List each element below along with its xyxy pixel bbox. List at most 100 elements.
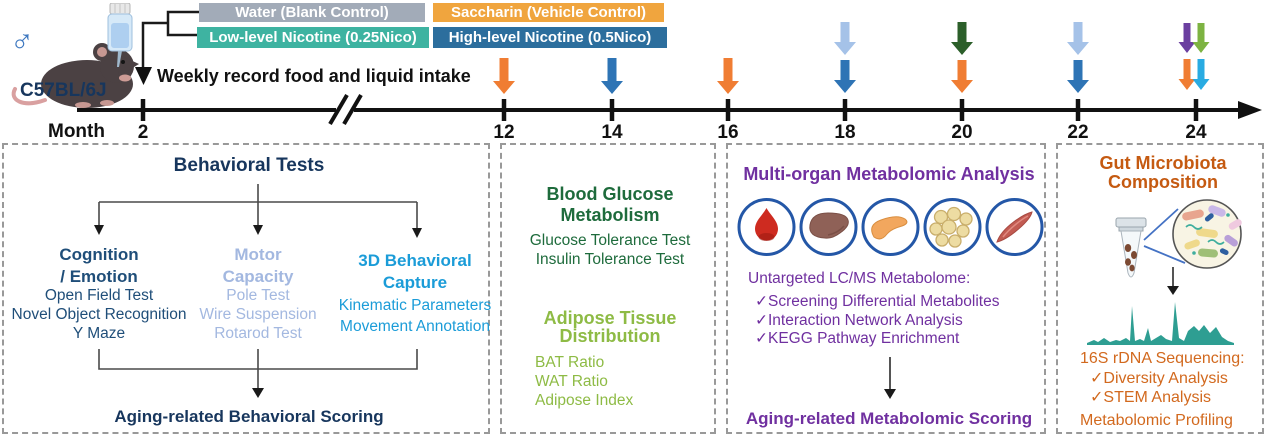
check-icon: ✓ [755, 330, 768, 347]
timeline-month-label: 18 [834, 122, 856, 143]
weekly-record-note: Weekly record food and liquid intake [157, 66, 471, 86]
timeline-dose-arrow [1192, 23, 1210, 53]
organ-icons [737, 198, 1044, 399]
section-title: Blood Glucose [546, 184, 674, 204]
water-bottle-icon [107, 3, 133, 67]
check-item: ✓KEGG Pathway Enrichment [755, 329, 959, 348]
list-item: Glucose Tolerance Test [529, 232, 691, 249]
timeline-dose-arrow [834, 60, 856, 93]
column-heading: Cognition [59, 245, 139, 264]
legend-high-nicotine: High-level Nicotine (0.5Nico) [433, 27, 667, 48]
timeline-dose-arrow [493, 58, 515, 94]
check-item: ✓Diversity Analysis [1090, 369, 1228, 388]
timeline-month-label: 14 [601, 122, 623, 143]
legend-low-nicotine: Low-level Nicotine (0.25Nico) [197, 27, 429, 48]
timeline-dose-arrow [1067, 22, 1089, 55]
timeline-dose-arrow [834, 22, 856, 55]
timeline-dose-arrow [717, 58, 739, 94]
panel-title: Composition [1108, 172, 1218, 192]
list-item: Novel Object Recognition [11, 306, 187, 323]
check-label: Interaction Network Analysis [768, 312, 963, 329]
panel-behavioral-tests: Behavioral Tests Cognition / Emotion Ope… [2, 143, 492, 434]
check-label: KEGG Pathway Enrichment [768, 330, 960, 347]
list-item: BAT Ratio [535, 354, 605, 371]
section-title: Metabolism [560, 205, 660, 225]
check-item: ✓Interaction Network Analysis [755, 311, 963, 330]
sequencing-peaks-icon [1087, 302, 1234, 345]
timeline-break [328, 93, 363, 126]
timeline-month-label: 24 [1185, 122, 1207, 143]
list-item: Adipose Index [535, 392, 634, 409]
intro-line: 16S rDNA Sequencing: [1080, 350, 1245, 367]
check-icon: ✓ [1090, 370, 1104, 387]
list-item: WAT Ratio [535, 373, 608, 390]
sample-tube-icon [1115, 217, 1147, 278]
timeline-dose-arrow [1192, 59, 1210, 90]
microbiota-graphics [1087, 199, 1242, 345]
panel-glucose-adipose: Blood Glucose Metabolism Glucose Toleran… [500, 143, 716, 434]
panel-metabolomic-analysis: Multi-organ Metabolomic Analysis Untarge… [726, 143, 1046, 434]
timeline-ticks [140, 99, 1199, 121]
male-symbol: ♂ [10, 22, 34, 58]
legend-water-label: Water (Blank Control) [235, 4, 389, 21]
timeline-dose-arrow [1067, 60, 1089, 93]
panel-title: Behavioral Tests [173, 155, 325, 176]
check-icon: ✓ [1090, 389, 1104, 406]
column-heading: / Emotion [60, 267, 138, 286]
legend-low-nicotine-label: Low-level Nicotine (0.25Nico) [209, 29, 417, 46]
list-item: Kinematic Parameters [338, 297, 492, 314]
list-item: Insulin Tolerance Test [535, 251, 685, 268]
legend-saccharin-label: Saccharin (Vehicle Control) [450, 4, 647, 21]
panel-footer: Aging-related Behavioral Scoring [114, 407, 384, 426]
panel-gut-microbiota: Gut Microbiota Composition [1056, 143, 1264, 434]
column-heading: Motor [234, 245, 282, 264]
check-label: STEM Analysis [1103, 389, 1211, 406]
panel-title: Gut Microbiota [1099, 153, 1227, 173]
strain-label: C57BL/6J [20, 80, 107, 101]
intro-line: Untargeted LC/MS Metabolome: [748, 270, 971, 287]
timeline-dose-arrow [1178, 59, 1196, 90]
timeline-dose-arrow [951, 22, 973, 55]
list-item: Movement Annotation [340, 318, 490, 335]
legend-water: Water (Blank Control) [199, 3, 425, 22]
liver-icon [809, 212, 849, 239]
legend-high-nicotine-label: High-level Nicotine (0.5Nico) [448, 29, 652, 46]
legend-saccharin: Saccharin (Vehicle Control) [433, 3, 664, 22]
list-item: Open Field Test [44, 287, 154, 304]
timeline-month-label: 2 [137, 122, 149, 143]
mouse-icon [11, 43, 139, 108]
weekly-arrowhead [135, 67, 152, 85]
list-item: Wire Suspension [199, 306, 317, 323]
pancreas-icon [871, 216, 908, 240]
list-item: Y Maze [72, 325, 126, 342]
timeline-dose-arrow [951, 60, 973, 93]
zoom-connector [1143, 208, 1186, 264]
muscle-icon [996, 211, 1033, 243]
column-heading: 3D Behavioral [358, 251, 472, 270]
check-icon: ✓ [755, 312, 768, 329]
down-arrow [1167, 267, 1179, 295]
timeline-dose-arrow [1178, 23, 1196, 53]
timeline-month-label: 16 [717, 122, 739, 143]
column-heading: Capacity [222, 267, 294, 286]
timeline [77, 10, 1262, 126]
timeline-arrowhead [1238, 101, 1262, 119]
down-arrow [884, 357, 896, 399]
timeline-month-label: 22 [1067, 122, 1089, 143]
fork-bracket [141, 10, 199, 67]
list-item: Rotarod Test [214, 325, 302, 342]
check-item: ✓STEM Analysis [1090, 388, 1211, 407]
check-label: Diversity Analysis [1103, 370, 1228, 387]
month-axis-label: Month [48, 121, 105, 142]
section-title: Adipose Tissue [543, 308, 677, 328]
tree-connector [94, 184, 422, 398]
check-item: ✓Screening Differential Metabolites [755, 292, 999, 311]
check-label: Screening Differential Metabolites [768, 293, 1000, 310]
timeline-dose-arrow [601, 58, 623, 94]
timeline-month-label: 20 [951, 122, 973, 143]
panel-title: Multi-organ Metabolomic Analysis [743, 164, 1035, 184]
timeline-month-label: 12 [493, 122, 515, 143]
adipose-tissue-icon [929, 206, 973, 248]
blood-icon [755, 208, 778, 241]
